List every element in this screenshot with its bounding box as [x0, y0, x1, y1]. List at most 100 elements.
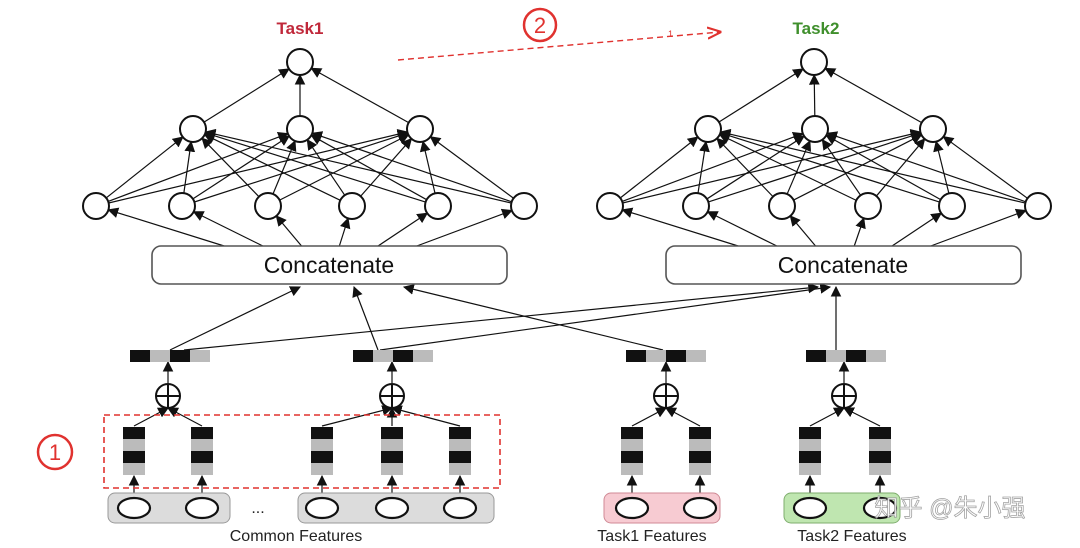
task1-edge-h2-out — [310, 67, 409, 124]
task2-edge-in2-h1 — [786, 139, 812, 195]
task1-feature-node-1 — [682, 496, 718, 520]
common-b-embedding-1-seg-2 — [381, 451, 403, 463]
common-b-concat-vector-seg-1 — [373, 350, 393, 362]
common-b-concat-vector-seg-3 — [413, 350, 433, 362]
common-features-label: Common Features — [230, 528, 363, 545]
task2-output-neuron — [800, 48, 828, 76]
task1-edge-in1-h0 — [183, 140, 196, 194]
common-b-embedding-2-seg-2 — [449, 451, 471, 463]
task1-input-neuron-4 — [424, 192, 452, 220]
task2-input-neuron-2 — [768, 192, 796, 220]
task1-embedding-0-seg-0 — [621, 427, 643, 439]
common-a-concat-vector-seg-2 — [170, 350, 190, 362]
common-b-edge-emb0-to-plus — [321, 405, 394, 427]
task1-edge-in0-h0 — [105, 136, 184, 199]
task1-hidden-neuron-1 — [286, 115, 314, 143]
task1-hidden-neuron-0 — [179, 115, 207, 143]
common-a-feature-node-0 — [116, 496, 152, 520]
common-a-embedding-1-seg-0 — [191, 427, 213, 439]
task2-hidden-neuron-0 — [694, 115, 722, 143]
task2-input-neuron-0 — [596, 192, 624, 220]
task2-feature-node-0 — [792, 496, 828, 520]
task1-feature-node-0 — [614, 496, 650, 520]
task1-edge-in5-h2 — [429, 136, 514, 199]
task2-edge-in4-h1 — [825, 134, 941, 201]
task1-edge-in3-h1 — [306, 138, 346, 196]
task2-embedding-1-seg-0 — [869, 427, 891, 439]
task1-input-neuron-3 — [338, 192, 366, 220]
shared-embedding-highlight — [103, 414, 501, 489]
task2-edge-in4-h0 — [719, 130, 940, 203]
task1-edge-concat-in4 — [377, 212, 429, 247]
task1-embedding-0-seg-2 — [621, 451, 643, 463]
task2-input-neuron-5 — [1024, 192, 1052, 220]
task1-features-label: Task1 Features — [597, 528, 706, 545]
edge-common-b-to-concat2 — [379, 282, 832, 351]
node-layer — [82, 48, 1052, 520]
transfer-arrow-label: 1 — [668, 29, 673, 39]
task1-input-neuron-1 — [168, 192, 196, 220]
task1-edge-in3-h0 — [203, 134, 341, 201]
common-a-concat-vector-seg-3 — [190, 350, 210, 362]
task1-edge-in2-h2 — [279, 134, 410, 201]
task1-concatenate-label: Concatenate — [264, 252, 394, 278]
task1-edge-emb1-to-plus — [665, 407, 701, 427]
task1-embedding-1-seg-0 — [689, 427, 711, 439]
task2-edge-in4-h2 — [933, 140, 950, 194]
common-b-embedding-0-seg-1 — [311, 439, 333, 451]
task2-edge-in3-h1 — [821, 138, 862, 196]
common-a-embedding-1-seg-3 — [191, 463, 213, 475]
task1-input-neuron-5 — [510, 192, 538, 220]
task1-edge-emb0-to-plus — [631, 407, 667, 427]
task2-edge-h0-out — [718, 68, 804, 123]
edge-common-b-to-concat1 — [352, 285, 379, 351]
common-a-feature-node-1 — [184, 496, 220, 520]
task1-embedding-1-seg-1 — [689, 439, 711, 451]
common-b-embedding-2-seg-3 — [449, 463, 471, 475]
task1-embedding-0-seg-1 — [621, 439, 643, 451]
task1-input-neuron-2 — [254, 192, 282, 220]
task2-concat-vector-seg-2 — [846, 350, 866, 362]
task2-edge-emb1-to-plus — [843, 407, 881, 427]
task2-input-neuron-1 — [682, 192, 710, 220]
common-a-concat-vector-seg-1 — [150, 350, 170, 362]
task2-concat-vector-seg-0 — [806, 350, 826, 362]
task1-edge-concat-in0 — [107, 207, 225, 247]
common-b-embedding-1-seg-1 — [381, 439, 403, 451]
task2-edge-concat-in3 — [853, 217, 866, 247]
task1-concat-vector-seg-1 — [646, 350, 666, 362]
task2-edge-in5-h0 — [719, 128, 1026, 204]
common-b-edge-emb2-to-plus — [390, 405, 461, 427]
task1-edge-in0-h2 — [108, 128, 409, 204]
task2-edge-h2-out — [824, 67, 922, 124]
task1-title: Task1 — [277, 19, 324, 38]
watermark: 知乎 @朱小强 — [874, 495, 1025, 522]
task2-edge-concat-in4 — [891, 212, 943, 247]
common-b-embedding-1-seg-0 — [381, 427, 403, 439]
task1-edge-in5-h1 — [311, 131, 512, 203]
common-a-embedding-1-seg-1 — [191, 439, 213, 451]
task2-edge-in5-h2 — [942, 136, 1028, 199]
task2-edge-in3-h2 — [875, 138, 926, 197]
edge-common-a-to-concat1 — [169, 286, 301, 351]
task2-edge-in1-h0 — [697, 140, 710, 194]
task2-hidden-neuron-2 — [919, 115, 947, 143]
task1-concatenate: Concatenate — [151, 245, 508, 285]
task1-edge-in0-h1 — [107, 131, 289, 202]
task1-concat-vector-seg-3 — [686, 350, 706, 362]
common-a-embedding-0-seg-2 — [123, 451, 145, 463]
task2-input-neuron-3 — [854, 192, 882, 220]
task1-edge-in3-h2 — [360, 137, 413, 197]
task2-concatenate: Concatenate — [665, 245, 1022, 285]
task1-concat-vector-seg-2 — [666, 350, 686, 362]
task2-embedding-0-seg-3 — [799, 463, 821, 475]
task2-edge-in2-h0 — [716, 137, 774, 198]
task2-concatenate-label: Concatenate — [778, 252, 908, 278]
transfer-arrow — [397, 32, 720, 61]
task1-input-neuron-0 — [82, 192, 110, 220]
common-a-concat-vector-seg-0 — [130, 350, 150, 362]
common-a-embedding-0-seg-0 — [123, 427, 145, 439]
task2-edge-concat-in5 — [930, 208, 1027, 247]
common-b-embedding-2-seg-0 — [449, 427, 471, 439]
